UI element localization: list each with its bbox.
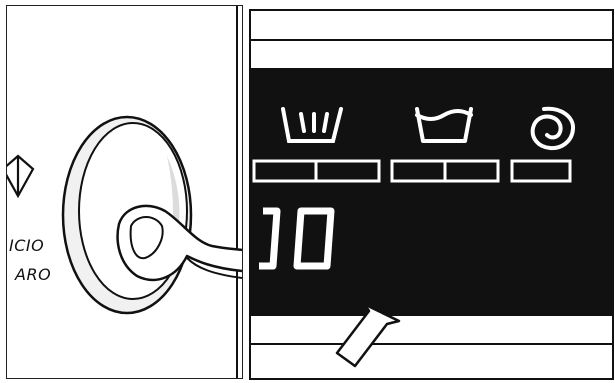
lcd-display bbox=[251, 68, 612, 316]
display-drawing bbox=[251, 11, 612, 378]
start-label-line2: ARO bbox=[15, 265, 51, 284]
panel-drawing bbox=[7, 6, 242, 378]
start-pause-icon bbox=[7, 156, 33, 196]
start-label-line1: ICIO bbox=[9, 236, 44, 255]
start-pause-panel: ICIO ARO bbox=[6, 5, 243, 379]
display-panel: 00 bbox=[249, 9, 614, 380]
